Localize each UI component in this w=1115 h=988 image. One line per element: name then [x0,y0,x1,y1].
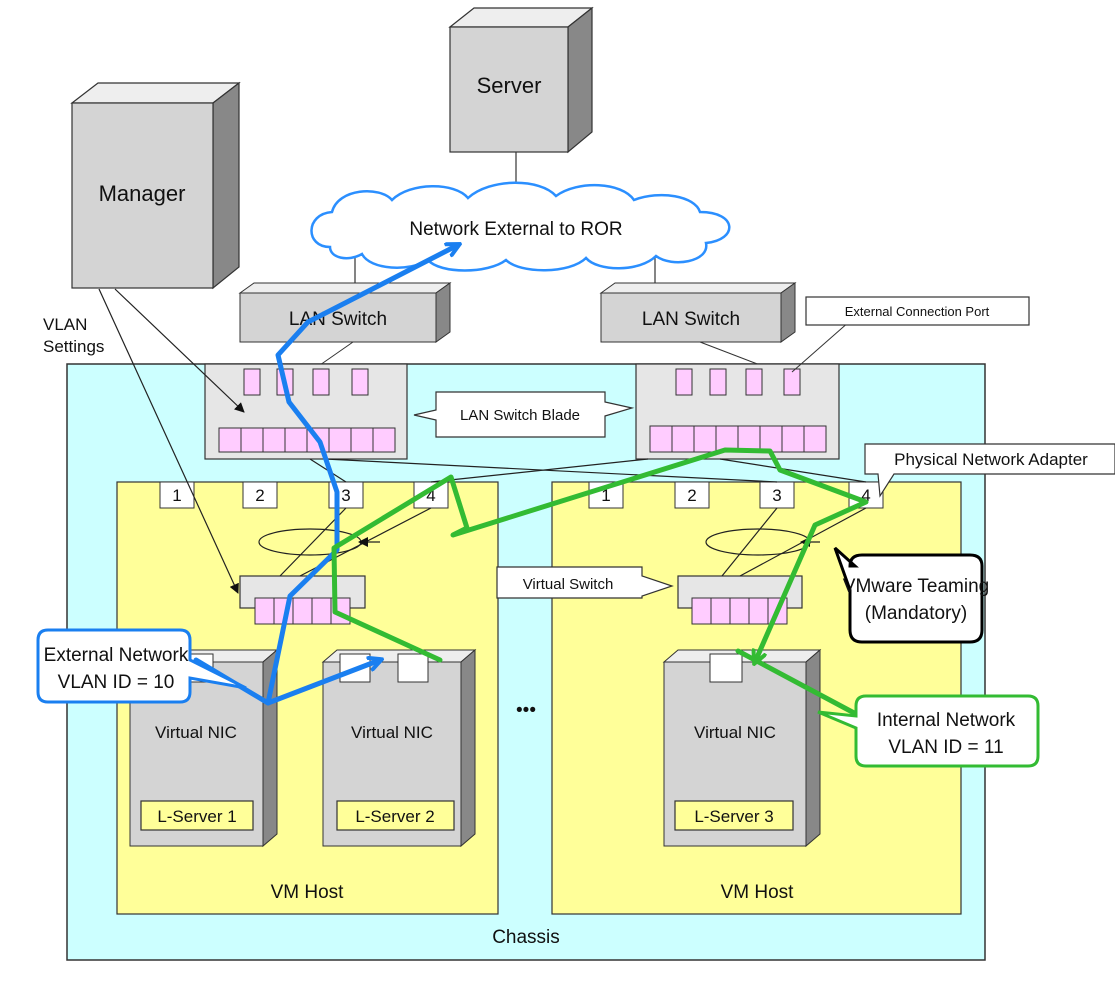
vmware-teaming-line2: (Mandatory) [865,603,967,624]
host-left-port-2-label: 2 [255,486,264,505]
lserver-3-vnic-label: Virtual NIC [694,723,776,742]
lserver-1-vnic-label: Virtual NIC [155,723,237,742]
vlan-settings-line2: Settings [43,337,104,356]
external-network-path [193,245,458,706]
external-network-label: Network External to ROR [409,219,622,240]
internal-vlan-line1: Internal Network [877,710,1016,731]
vlan-settings-line1: VLAN [43,315,87,334]
host-right-port-2-label: 2 [687,486,696,505]
host-right-port-1-label: 1 [601,486,610,505]
external-network-cloud [310,181,731,272]
external-vlan-callout [36,628,247,704]
lserver-2-vnic-port-b [397,653,429,683]
lserver-3-name: L-Server 3 [694,807,773,826]
external-vlan-line2: VLAN ID = 10 [58,672,175,693]
host-right-port-4-label: 4 [861,486,870,505]
lserver-1-name-box [140,800,254,831]
lan-switch-blade-label: LAN Switch Blade [460,407,580,424]
host-left-port-1-label: 1 [172,486,181,505]
server-label: Server [477,73,542,98]
host-left-port-4-label: 4 [426,486,435,505]
host-left-port-3-label: 3 [341,486,350,505]
lserver-3-box [662,648,822,848]
physical-network-adapter-callout [864,443,1115,498]
manager-label: Manager [99,181,186,206]
lan-switch-right-label: LAN Switch [642,309,740,330]
host-right-port-2 [674,481,710,509]
vmware-teaming-line1: VMware Teaming [843,576,989,597]
lserver-1-name: L-Server 1 [157,807,236,826]
blade-left-lower-ports [218,427,396,453]
lserver-2-vnic-label: Virtual NIC [351,723,433,742]
vm-host-right-label: VM Host [721,882,795,903]
lan-switch-blade-callout [413,391,635,438]
vm-host-left-label: VM Host [271,882,345,903]
lserver-2-name: L-Server 2 [355,807,434,826]
virtual-switch-callout [496,566,674,599]
lan-switch-right [599,282,797,343]
vmware-teaming-callout [833,546,984,644]
physical-network-adapter-label: Physical Network Adapter [894,450,1088,469]
lserver-3-name-box [674,800,794,831]
virtual-switch-label: Virtual Switch [523,576,614,593]
external-connection-port-callout [791,296,1030,373]
lserver-2-box [321,648,477,848]
host-left-port-2 [242,481,278,509]
internal-vlan-line2: VLAN ID = 11 [888,737,1003,758]
manager-box [70,81,241,290]
lserver-3-vnic-port [709,653,743,683]
host-right-port-3-label: 3 [772,486,781,505]
lserver-2-name-box [336,800,455,831]
internal-network-path [331,447,869,717]
chassis-label: Chassis [492,927,560,948]
internal-vlan-callout [817,694,1040,768]
server-box [448,6,594,154]
more-hosts-ellipsis: ••• [516,700,536,721]
blade-right-upper-ports [675,368,801,396]
blade-right-lower-ports [649,425,827,453]
lan-switch-left-label: LAN Switch [289,309,387,330]
host-left-port-1 [159,481,195,509]
host-right-port-3 [759,481,795,509]
external-connection-port-label: External Connection Port [845,304,990,319]
lan-switch-left [238,282,452,343]
external-vlan-line1: External Network [44,645,189,666]
